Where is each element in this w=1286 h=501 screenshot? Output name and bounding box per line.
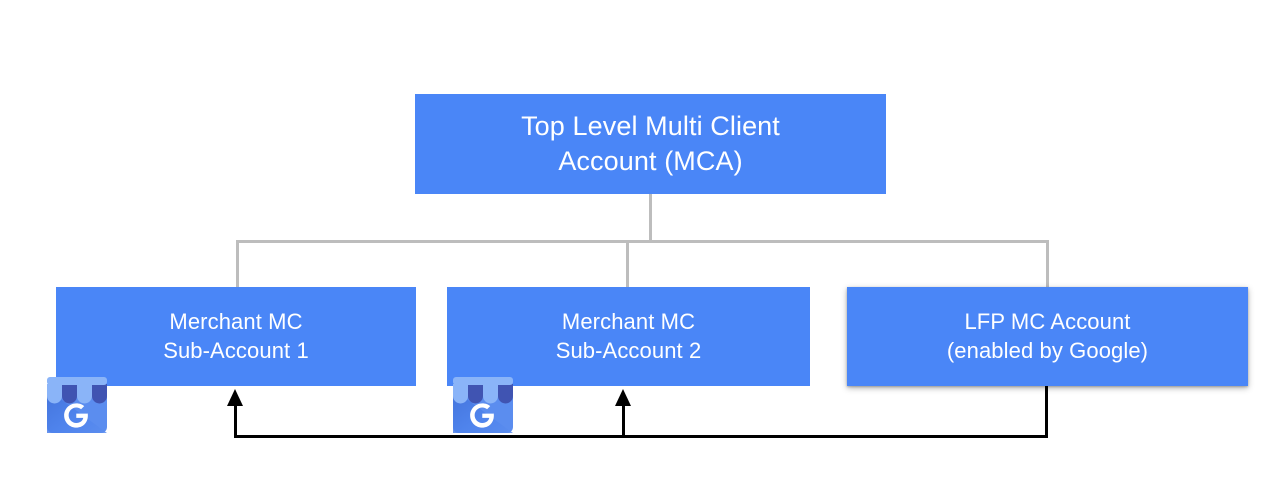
node-merchant-mc-sub-account-1[interactable]: Merchant MC Sub-Account 1 <box>56 287 416 386</box>
connector-drop-lfp <box>1046 240 1049 289</box>
node-merchant-mc-sub-account-1-label: Merchant MC Sub-Account 1 <box>163 308 309 363</box>
google-my-business-icon <box>47 377 107 433</box>
connector-horizontal-bus <box>236 240 1049 243</box>
connector-drop-merchant-2 <box>626 240 629 289</box>
node-merchant-mc-sub-account-2[interactable]: Merchant MC Sub-Account 2 <box>447 287 810 386</box>
node-lfp-mc-account[interactable]: LFP MC Account (enabled by Google) <box>847 287 1248 386</box>
feedback-line-horizontal <box>234 435 1048 438</box>
node-top-level-mca[interactable]: Top Level Multi Client Account (MCA) <box>415 94 886 194</box>
feedback-line-riser-merchant-1 <box>234 404 237 437</box>
connector-drop-merchant-1 <box>236 240 239 289</box>
feedback-arrowhead-merchant-2-icon <box>615 389 631 406</box>
node-merchant-mc-sub-account-2-label: Merchant MC Sub-Account 2 <box>555 308 702 363</box>
google-my-business-icon <box>453 377 513 433</box>
feedback-line-riser-merchant-2 <box>622 404 625 437</box>
connector-trunk-vertical <box>649 194 652 243</box>
node-lfp-mc-account-label: LFP MC Account (enabled by Google) <box>946 308 1149 363</box>
feedback-arrowhead-merchant-1-icon <box>227 389 243 406</box>
node-top-level-mca-label: Top Level Multi Client Account (MCA) <box>521 110 780 176</box>
feedback-line-riser-lfp <box>1045 386 1048 437</box>
